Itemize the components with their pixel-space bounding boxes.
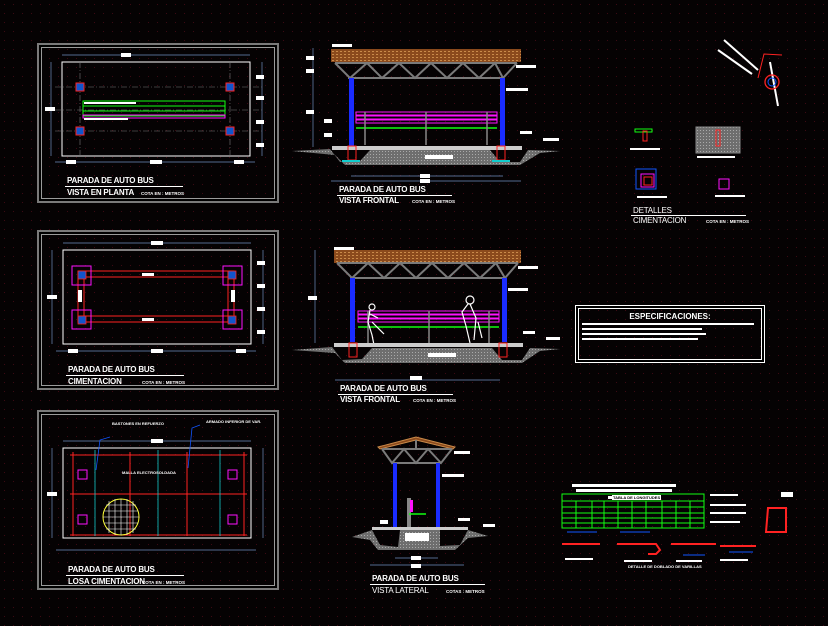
footings [71,265,243,330]
column-right-2 [502,278,507,342]
slab-rebar [70,452,247,536]
front-view-1-subtitle: VISTA FRONTAL [339,196,399,205]
plan-outline [61,61,251,157]
north-arrow-icon [717,39,783,107]
spec-line-bar [582,328,702,330]
details-title: DETALLES [633,206,672,215]
details-subtitle: CIMENTACION [633,216,687,225]
plan-scale-note: COTA EN : METROS [141,191,184,196]
front-view-2-scale-note: COTA EN : METROS [413,398,456,403]
column-left [349,78,354,148]
lateral-view-title: PARADA DE AUTO BUS [372,574,459,583]
foundation-scale-note: COTA EN : METROS [142,380,185,385]
slab-scale-note: COTA EN : METROS [142,580,185,585]
front-view-1-title: PARADA DE AUTO BUS [339,185,426,194]
person-figure [461,295,483,344]
rebar-table [561,493,705,529]
truss [334,61,518,80]
plan-subtitle: VISTA EN PLANTA [67,188,135,197]
spec-line-bar [582,333,706,335]
front-view-1-underline [337,195,452,196]
foundation-title-underline [66,375,184,376]
slab-subtitle: LOSA CIMENTACION [68,577,145,586]
slab-note-rebar: ARMADO INFERIOR DE VAR. [206,419,262,424]
slab-note-mesh: MALLA ELECTROSOLDADA [122,470,176,475]
bench-plan [82,100,226,117]
specifications-box: ESPECIFICACIONES: [578,308,762,360]
front-view-1-scale-note: COTA EN : METROS [412,199,455,204]
slab-note-left: BASTONES EN REFUERZO [112,421,164,426]
mesh-detail [102,498,140,536]
rebar-caption: DETALLE DE DOBLADO DE VARILLAS [628,564,702,569]
front-view-2-title: PARADA DE AUTO BUS [340,384,427,393]
details-scale-note: COTA EN : METROS [706,219,749,224]
slab-title-underline [66,575,184,576]
front-view-2-underline [338,394,453,395]
foundation-panel-frame [37,230,279,390]
details-underline [631,215,746,216]
lateral-view-underline [370,584,485,585]
rebar-table-title: TABLA DE LONGITUDES [612,495,662,500]
foundation-title: PARADA DE AUTO BUS [68,365,155,374]
person-figure [367,303,385,346]
roof [331,49,521,62]
specifications-title: ESPECIFICACIONES: [629,312,711,321]
slab-panel-frame [37,410,279,590]
lateral-view-scale-note: COTAS : METROS [446,589,485,594]
lateral-view-subtitle: VISTA LATERAL [372,586,429,595]
lateral-roof [377,436,456,450]
slab-title: PARADA DE AUTO BUS [68,565,155,574]
foundation-subtitle: CIMENTACION [68,377,122,386]
spec-line-bar [582,338,698,340]
plan-panel-frame [37,43,279,203]
plan-title: PARADA DE AUTO BUS [67,176,154,185]
column-left-2 [350,278,355,342]
spec-line-bar [582,323,754,325]
column-marker [75,82,235,136]
column-right [500,78,505,148]
front-view-2-subtitle: VISTA FRONTAL [340,395,400,404]
plan-title-underline [65,186,183,187]
